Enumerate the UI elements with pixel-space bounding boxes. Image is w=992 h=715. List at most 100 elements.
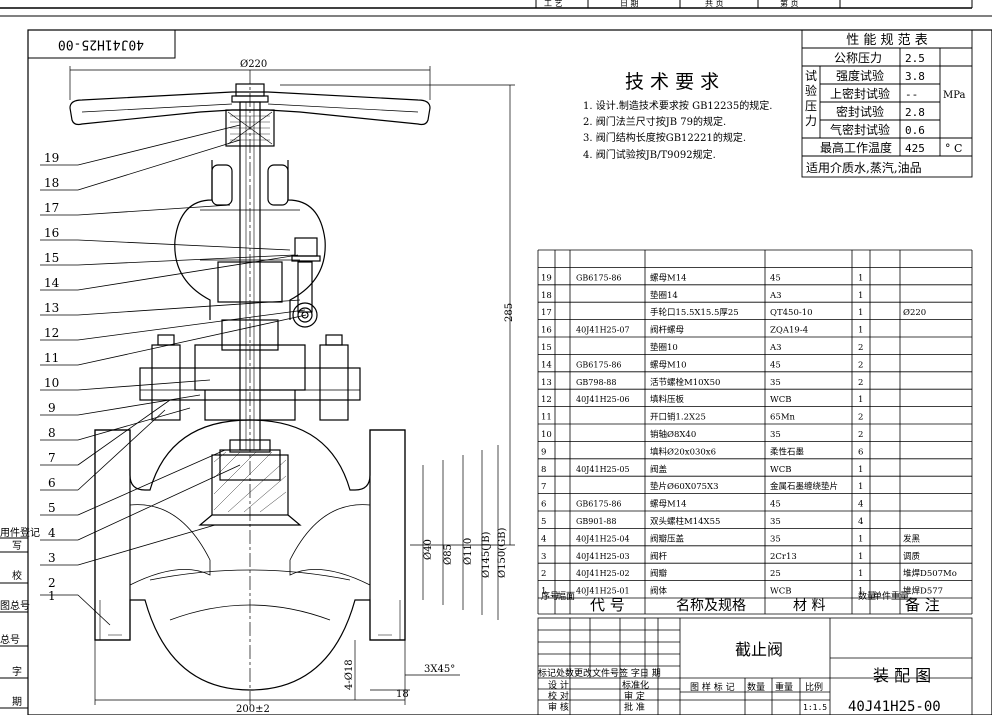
callout-number: 15: [44, 251, 59, 265]
perf-medium: 适用介质水,蒸汽,油品: [806, 160, 922, 175]
part-qty: 4: [858, 517, 863, 527]
header-note: 备 注: [905, 596, 940, 614]
perf-value: 2.5: [905, 52, 925, 65]
part-no: 9: [541, 447, 546, 457]
perf-max-temp-unit: ° C: [945, 142, 962, 155]
callout-number: 9: [48, 401, 56, 415]
dim-d145: Ø145(JB): [481, 531, 492, 578]
part-note: 调质: [903, 551, 921, 562]
part-name: 填料Ø20x030x6: [650, 446, 716, 457]
perf-max-temp-value: 425: [905, 142, 925, 155]
part-no: 3: [541, 552, 546, 562]
part-name: 阀体: [650, 586, 668, 597]
part-qty: 2: [858, 343, 863, 353]
perf-label: 气密封试验: [830, 122, 890, 137]
drawing-number-box: 40J41H25-00: [27, 29, 176, 59]
callout-number: 1: [48, 589, 56, 603]
part-material: 45: [770, 273, 781, 283]
part-name: 销轴Ø8X40: [650, 429, 696, 440]
callout-number: 8: [48, 426, 56, 440]
title-qty: 数量: [747, 681, 765, 693]
tech-requirement-item: 2. 阀门法兰尺寸按JB 79的规定.: [583, 115, 726, 128]
part-code: GB6175-86: [576, 273, 622, 282]
callout-number: 2: [48, 576, 56, 590]
part-material: WCB: [770, 395, 792, 405]
part-qty: 1: [858, 273, 863, 283]
header-unit-weight: 单件重量: [873, 590, 909, 602]
part-material: 35: [770, 378, 781, 388]
title-scale-value: 1:1.5: [803, 703, 827, 712]
part-code: GB6175-86: [576, 360, 622, 369]
part-no: 1: [541, 587, 546, 597]
part-note: Ø220: [903, 307, 926, 318]
part-name: 垫圈10: [650, 342, 678, 353]
part-qty: 4: [858, 500, 863, 510]
tech-requirements-title: 技 术 要 求: [625, 71, 719, 93]
part-name: 填料压板: [650, 394, 685, 405]
tech-requirement-item: 4. 阀门试验按JB/T9092规定.: [583, 148, 716, 161]
part-code: 40J41H25-04: [576, 534, 630, 543]
part-material: 柔性石墨: [770, 446, 805, 457]
part-no: 10: [541, 430, 552, 440]
callout-number: 18: [44, 176, 59, 190]
header-drawing: 幅面: [557, 590, 575, 602]
part-name: 螺母M14: [650, 272, 687, 283]
header-name: 名称及规格: [676, 598, 746, 614]
part-material: 35: [770, 534, 781, 544]
perf-label: 强度试验: [836, 68, 884, 83]
margin-label: 写: [12, 540, 22, 552]
callout-number: 13: [44, 301, 59, 315]
title-row-label: 审 核: [548, 701, 569, 713]
part-no: 2: [541, 569, 546, 579]
part-qty: 1: [858, 465, 863, 475]
margin-label: 校: [12, 569, 22, 582]
title-row-label: 校 对: [548, 690, 569, 702]
valve-body: [94, 419, 406, 691]
part-no: 18: [541, 291, 552, 301]
perf-value: 3.8: [905, 70, 925, 83]
part-no: 7: [541, 482, 546, 492]
part-code: 40J41H25-03: [576, 552, 630, 561]
part-no: 5: [541, 517, 546, 527]
title-weight: 重量: [775, 681, 793, 693]
perf-value: --: [905, 88, 918, 101]
part-no: 14: [541, 360, 552, 370]
top-strip-label: 共 页: [705, 0, 724, 8]
part-no: 8: [541, 465, 546, 475]
perf-table-title: 性 能 规 范 表: [846, 33, 928, 48]
part-name: 阀瓣压盖: [650, 533, 685, 544]
part-name: 螺母M14: [650, 499, 687, 510]
margin-label: 期: [12, 696, 22, 708]
dim-height: 285: [504, 303, 515, 322]
margin-label: 用件登记: [0, 526, 40, 539]
part-no: 11: [541, 413, 552, 423]
perf-max-temp-label: 最高工作温度: [820, 140, 892, 155]
parts-list-header: 序号 幅面 代 号 名称及规格 材 料 数量 单件重量 备 注: [541, 590, 940, 614]
part-name: 手轮口15.5X15.5厚25: [650, 307, 739, 318]
part-no: 16: [541, 326, 552, 336]
dim-d110: Ø110: [463, 538, 474, 565]
margin-label: 总号: [0, 633, 20, 646]
part-material: 35: [770, 430, 781, 440]
performance-table: 性 能 规 范 表 公称压力 2.5 强度试验 3.8 上密封试验 -- 密封试…: [801, 29, 973, 178]
parts-list-grid: [537, 249, 973, 615]
drawing-frame: [27, 29, 992, 715]
dim-d40: Ø40: [423, 539, 434, 560]
title-row-label: 审 定: [624, 690, 645, 702]
part-qty: 1: [858, 308, 863, 318]
part-material: WCB: [770, 587, 792, 597]
dimension-texts: Ø220 285 200±2 Ø40 Ø85 Ø110 Ø145(JB) Ø15…: [236, 59, 515, 715]
callout-number: 4: [48, 526, 56, 540]
tech-requirements: 技 术 要 求 1. 设计.制造技术要求按 GB12235的规定. 2. 阀门法…: [583, 71, 772, 161]
header-material: 材 料: [793, 598, 825, 614]
callout-number: 6: [48, 476, 56, 490]
part-qty: 1: [858, 395, 863, 405]
part-no: 19: [541, 273, 552, 283]
header-qty: 数量: [858, 590, 876, 602]
part-qty: 2: [858, 360, 863, 370]
title-part-name: 截止阀: [735, 640, 783, 659]
part-code: GB798-88: [576, 378, 616, 387]
part-material: A3: [769, 291, 782, 301]
perf-group-label: 试验压力: [805, 68, 817, 128]
part-name: 活节螺栓M10X50: [650, 377, 720, 388]
